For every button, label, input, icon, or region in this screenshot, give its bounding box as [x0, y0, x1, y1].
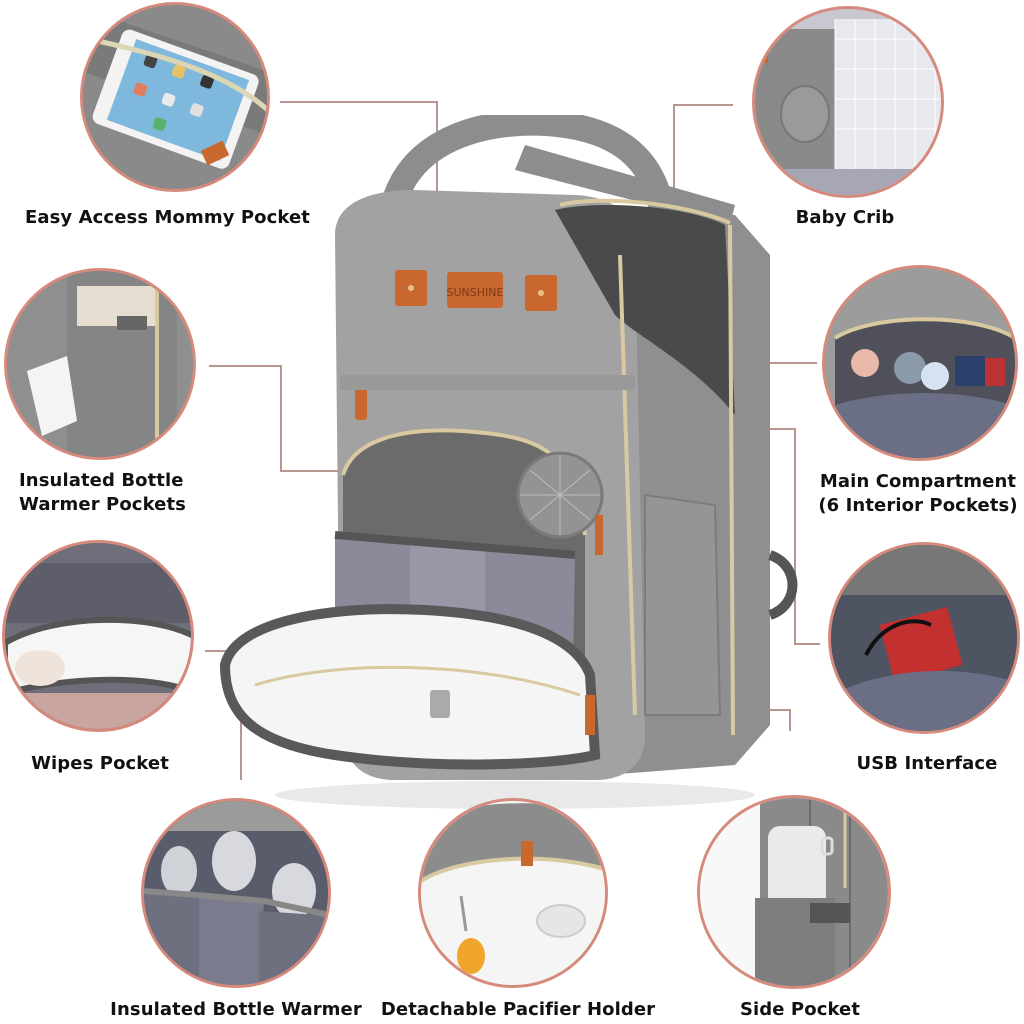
connector-bottle-warmer-v — [240, 700, 242, 780]
feature-circle-usb — [828, 542, 1020, 734]
feature-label-bottle-pockets-line2: Warmer Pockets — [19, 494, 186, 515]
feature-label-bottle-warmer: Insulated Bottle Warmer — [110, 999, 362, 1020]
connector-baby-crib — [673, 104, 733, 106]
feature-label-baby-crib: Baby Crib — [795, 207, 895, 228]
feature-label-main-compartment: Main Compartment (6 Interior Pockets) — [812, 470, 1024, 518]
pacifier-icon — [421, 801, 605, 985]
feature-circle-bottle-warmer — [141, 798, 331, 988]
crib-icon — [755, 9, 941, 195]
feature-label-usb: USB Interface — [856, 753, 998, 774]
feature-circle-pacifier-holder — [418, 798, 608, 988]
feature-circle-side-pocket — [697, 795, 891, 989]
feature-circle-wipes-pocket — [2, 540, 194, 732]
feature-circle-baby-crib — [752, 6, 944, 198]
connector-bottle-pockets — [209, 365, 281, 367]
feature-circle-mommy-pocket — [80, 2, 270, 192]
feature-label-mommy-pocket: Easy Access Mommy Pocket — [24, 207, 311, 228]
wipes-icon — [5, 543, 191, 729]
backpack-illustration: SUNSHINE — [215, 115, 815, 815]
feature-label-pacifier-holder: Detachable Pacifier Holder — [380, 999, 656, 1020]
brand-text: SUNSHINE — [447, 286, 504, 299]
connector-usb-h2 — [794, 643, 820, 645]
connector-side-pocket-v2 — [789, 709, 791, 731]
feature-label-side-pocket: Side Pocket — [739, 999, 861, 1020]
feature-label-bottle-pockets: Insulated Bottle Warmer Pockets — [5, 469, 209, 517]
connector-bottle-pockets-h2 — [280, 470, 342, 472]
backpack-icon: SUNSHINE — [219, 115, 798, 809]
compartment-icon — [825, 268, 1015, 458]
connector-baby-crib-v — [673, 104, 675, 229]
feature-label-wipes-pocket: Wipes Pocket — [31, 753, 169, 774]
thermos-icon — [700, 798, 888, 986]
feature-circle-bottle-pockets — [4, 268, 196, 460]
bottles-icon — [144, 801, 328, 985]
tissue-pocket-icon — [7, 271, 193, 457]
connector-usb-v — [794, 428, 796, 644]
feature-label-bottle-pockets-line1: Insulated Bottle — [19, 470, 184, 491]
tablet-icon — [83, 5, 267, 189]
usb-icon — [831, 545, 1017, 731]
feature-label-main-compartment-line1: Main Compartment — [819, 471, 1017, 492]
feature-label-main-compartment-line2: (6 Interior Pockets) — [818, 495, 1018, 516]
connector-mommy-pocket — [280, 101, 438, 103]
feature-circle-main-compartment — [822, 265, 1018, 461]
connector-bottle-pockets-v — [280, 365, 282, 471]
